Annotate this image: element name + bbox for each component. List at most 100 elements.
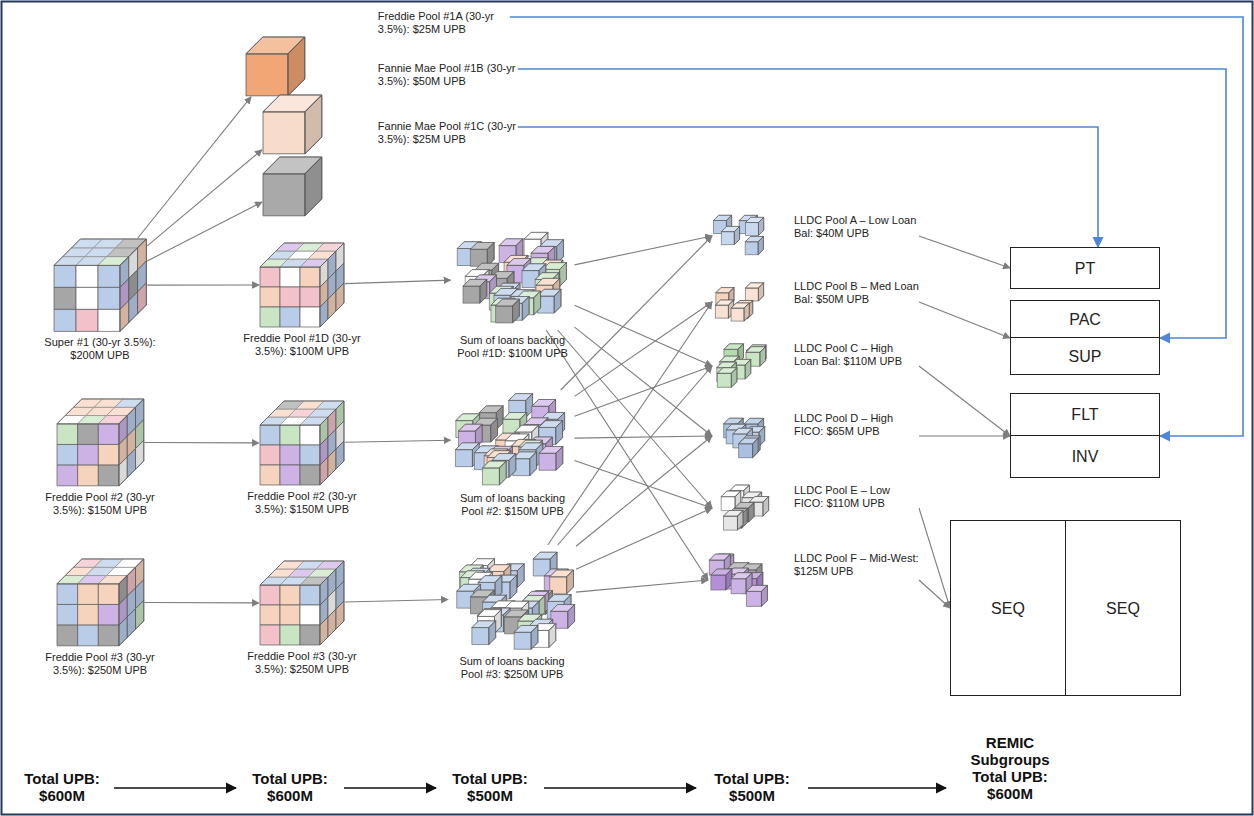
pool-label: Sum of loans backing Pool #3: $250M UPB — [450, 655, 575, 681]
pool-label: Fannie Mae Pool #1B (30-yr 3.5%): $50M U… — [378, 62, 518, 88]
tranche-box: PT — [1010, 247, 1160, 289]
pool-label: Freddie Pool #1A (30-yr 3.5%): $25M UPB — [378, 10, 510, 36]
flow-arrow — [561, 236, 712, 390]
pool-label: LLDC Pool E – Low FICO: $110M UPB — [794, 484, 919, 510]
loan-cluster — [451, 226, 575, 330]
pool-cube — [245, 36, 306, 97]
flow-arrow — [575, 305, 713, 366]
pool-cube — [259, 400, 345, 486]
flow-arrow — [576, 508, 712, 569]
pool-cube — [56, 398, 145, 487]
pool-label: Super #1 (30-yr 3.5%): $200M UPB — [41, 336, 159, 362]
pool-stack: Sum of loans backing Pool #3: $250M UPB — [448, 545, 576, 681]
pool-stack: Freddie Pool #3 (30-yr 3.5%): $250M UPB — [41, 558, 159, 677]
total-label: Total UPB: $500M — [702, 770, 802, 804]
flow-arrow — [345, 280, 451, 284]
total-label: REMIC Subgroups Total UPB: $600M — [952, 734, 1068, 802]
pool-stack: Super #1 (30-yr 3.5%): $200M UPB — [41, 238, 159, 362]
pool-label: LLDC Pool A – Low Loan Bal: $40M UPB — [794, 214, 919, 240]
tranche-name: PAC — [1063, 308, 1107, 331]
transfer-arrow — [518, 69, 1226, 338]
flow-arrow — [558, 330, 712, 508]
pool-cube — [262, 156, 323, 217]
flow-arrow — [576, 436, 712, 546]
loan-cluster — [712, 342, 770, 390]
flow-arrow — [147, 202, 262, 261]
tranche-name: SEQ — [1100, 597, 1146, 620]
tranche-name: INV — [1066, 445, 1105, 468]
loan-cluster — [451, 390, 575, 488]
transfer-arrow — [518, 127, 1098, 247]
pool-label: Freddie Pool #1D (30-yr 3.5%): $100M UPB — [243, 332, 361, 358]
total-arrow — [808, 787, 946, 789]
tranche-name: SEQ — [985, 597, 1031, 620]
pool-node: LLDC Pool B – Med Loan Bal: $50M UPB — [712, 280, 919, 324]
pool-node: LLDC Pool A – Low Loan Bal: $40M UPB — [712, 214, 919, 258]
tranche-box: FLT — [1010, 393, 1160, 436]
loan-cluster — [712, 280, 766, 324]
loan-cluster — [708, 552, 774, 608]
flow-arrow — [147, 284, 259, 285]
pool-cube — [56, 558, 145, 647]
flow-arrow — [919, 580, 950, 608]
pool-label: Freddie Pool #3 (30-yr 3.5%): $250M UPB — [243, 650, 361, 676]
pool-label: Fannie Mae Pool #1C (30-yr 3.5%): $25M U… — [378, 120, 518, 146]
flow-arrow — [548, 302, 712, 545]
pool-label: LLDC Pool C – High Loan Bal: $110M UPB — [794, 342, 919, 368]
flow-arrow — [575, 366, 713, 416]
pool-node: Fannie Mae Pool #1C (30-yr 3.5%): $25M U… — [262, 120, 518, 217]
pool-node: Freddie Pool #1A (30-yr 3.5%): $25M UPB — [245, 10, 510, 97]
tranche-name: FLT — [1065, 403, 1104, 426]
tranche-box: SEQ — [1065, 520, 1181, 696]
transfer-arrow — [510, 17, 1243, 436]
pool-stack: Sum of loans backing Pool #1D: $100M UPB — [450, 226, 575, 360]
pool-node: LLDC Pool E – Low FICO: $110M UPB — [712, 484, 919, 532]
pool-cube — [262, 94, 323, 155]
pool-label: LLDC Pool D – High FICO: $65M UPB — [794, 412, 919, 438]
flow-arrow — [345, 600, 448, 603]
flow-arrow — [575, 236, 713, 265]
tranche-box: SUP — [1010, 337, 1160, 375]
flow-arrow — [345, 440, 451, 442]
flow-arrow — [546, 330, 708, 580]
total-label: Total UPB: $600M — [240, 770, 340, 804]
flow-arrow — [919, 435, 1010, 436]
tranche-name: SUP — [1063, 345, 1108, 368]
flow-arrow — [575, 436, 713, 438]
pool-cube — [259, 560, 345, 646]
pool-label: Sum of loans backing Pool #2: $150M UPB — [450, 492, 575, 518]
pool-stack: Freddie Pool #3 (30-yr 3.5%): $250M UPB — [243, 560, 361, 676]
total-label: Total UPB: $600M — [12, 770, 112, 804]
pool-label: Freddie Pool #3 (30-yr 3.5%): $250M UPB — [41, 651, 159, 677]
pool-label: Freddie Pool #2 (30-yr 3.5%): $150M UPB — [243, 490, 361, 516]
flow-arrow — [919, 366, 1010, 436]
flow-arrow — [144, 442, 259, 443]
tranche-name: PT — [1069, 257, 1101, 280]
flow-arrow — [919, 508, 950, 608]
flow-arrow — [919, 302, 1010, 338]
pool-node: LLDC Pool D – High FICO: $65M UPB — [712, 412, 919, 460]
pool-cube — [259, 242, 345, 328]
pool-cube — [53, 238, 147, 332]
pool-label: LLDC Pool B – Med Loan Bal: $50M UPB — [794, 280, 919, 306]
pool-stack: Freddie Pool #1D (30-yr 3.5%): $100M UPB — [243, 242, 361, 358]
total-arrow — [114, 787, 236, 789]
total-arrow — [544, 787, 696, 789]
tranche-box: SEQ — [950, 520, 1066, 696]
pool-label: LLDC Pool F – Mid-West: $125M UPB — [794, 552, 919, 578]
flow-arrow — [575, 302, 713, 396]
pool-node: LLDC Pool F – Mid-West: $125M UPB — [708, 552, 919, 608]
flow-arrow — [144, 602, 259, 604]
loan-cluster — [712, 484, 770, 532]
pool-label: Freddie Pool #2 (30-yr 3.5%): $150M UPB — [41, 491, 159, 517]
flow-arrow — [919, 236, 1010, 268]
loan-cluster — [712, 214, 766, 258]
pool-stack: Sum of loans backing Pool #2: $150M UPB — [450, 390, 575, 518]
loan-cluster — [712, 412, 770, 460]
pool-label: Sum of loans backing Pool #1D: $100M UPB — [450, 334, 575, 360]
total-arrow — [344, 787, 436, 789]
flow-arrow — [575, 327, 713, 436]
pool-stack: Freddie Pool #2 (30-yr 3.5%): $150M UPB — [243, 400, 361, 516]
